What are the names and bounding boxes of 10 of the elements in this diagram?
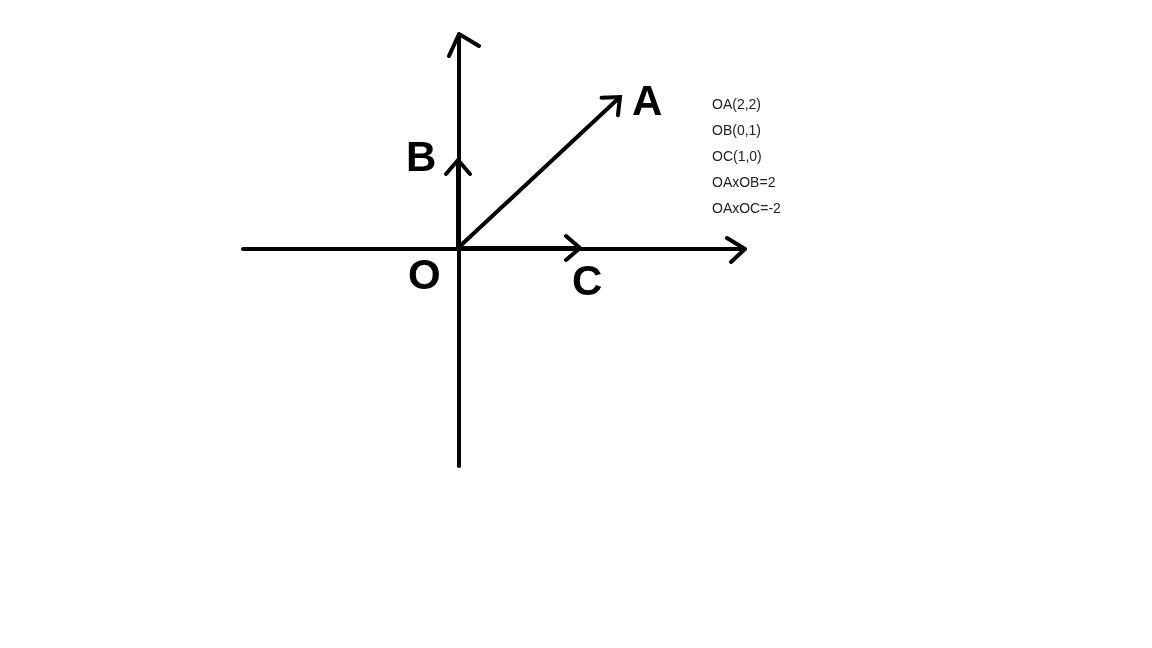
vector-arrow: [444, 158, 472, 248]
point-label: C: [566, 248, 610, 300]
vector-note: OB(0,1): [712, 121, 762, 140]
vector-note: OAxOC=-2: [712, 199, 781, 218]
point-label: B: [402, 136, 458, 184]
vector-note: OC(1,0): [712, 147, 763, 166]
vector-note: OA(2,2): [712, 95, 762, 114]
point-label: A: [620, 80, 680, 130]
vector-note: OAxOB=2: [712, 173, 777, 192]
point-label: O: [406, 248, 458, 294]
